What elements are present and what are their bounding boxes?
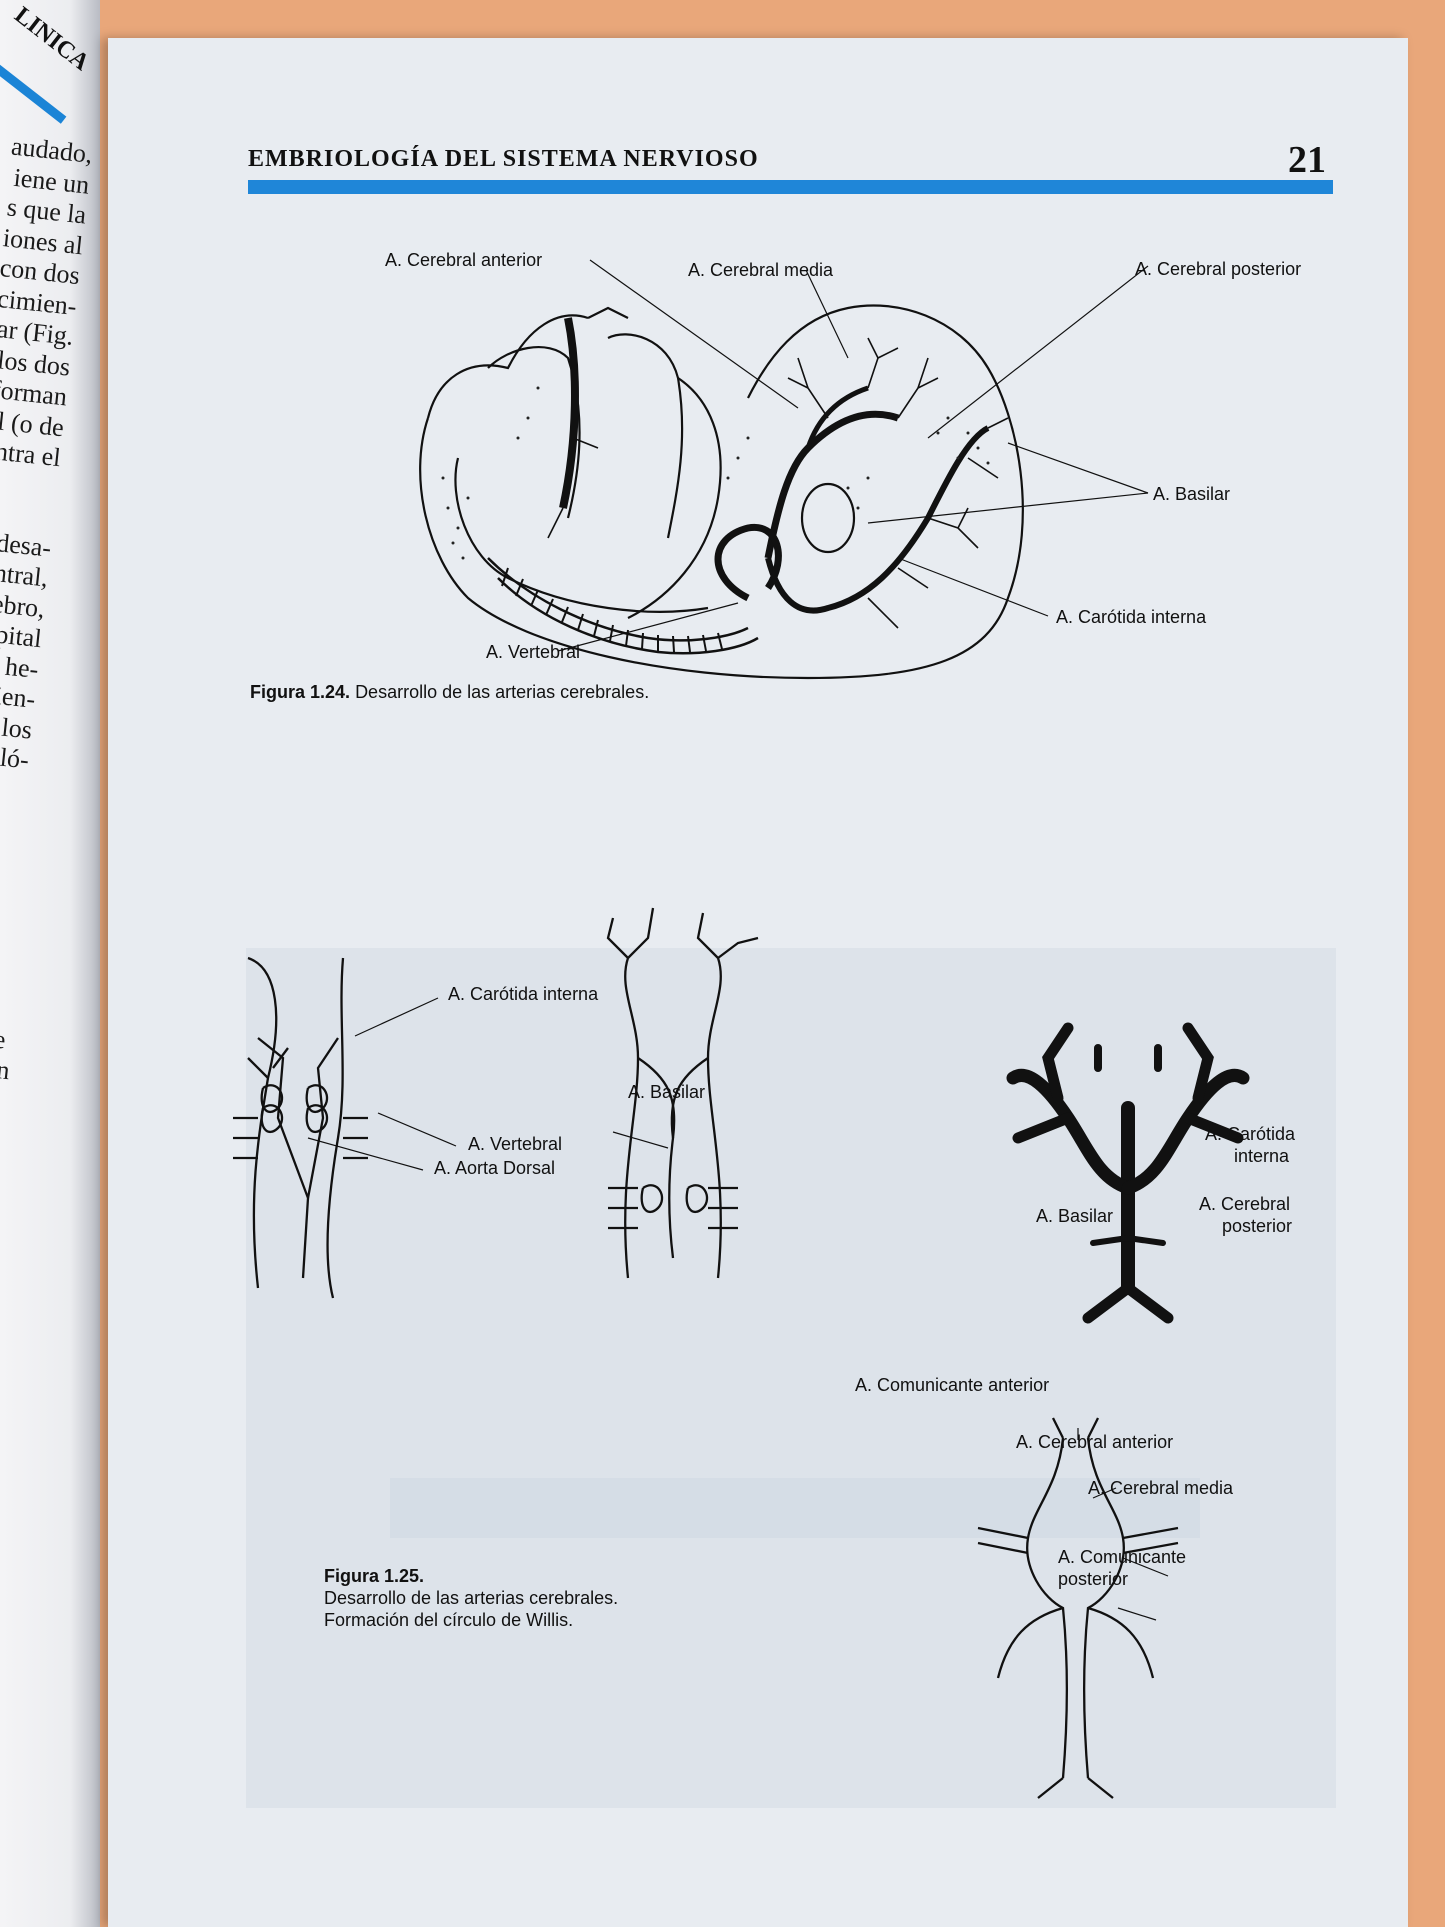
figure-1-25-caption-line2: Formación del círculo de Willis. — [324, 1610, 573, 1630]
label-carotida-interna: A. Carótida interna — [1056, 607, 1206, 628]
label-cerebral-anterior: A. Cerebral anterior — [385, 250, 542, 271]
label-cerebral-anterior-d: A. Cerebral anterior — [1016, 1432, 1173, 1453]
figure-1-24-illustration — [108, 38, 1408, 1927]
label-comunicante-posterior-1: A. Comunicante — [1058, 1547, 1186, 1568]
label-comunicante-posterior-2: posterior — [1058, 1569, 1128, 1590]
label-cerebral-media: A. Cerebral media — [688, 260, 833, 281]
label-aorta-dorsal: A. Aorta Dorsal — [434, 1158, 555, 1179]
label-vertebral-a: A. Vertebral — [468, 1134, 562, 1155]
figure-1-25-number: Figura 1.25. — [324, 1566, 424, 1586]
left-text-block-bottom: ginarse deLa porciónposterior,rcación de… — [0, 1014, 1, 1631]
figure-1-24-caption: Figura 1.24. Desarrollo de las arterias … — [250, 681, 649, 703]
label-basilar-b: A. Basilar — [628, 1082, 705, 1103]
book-page: EMBRIOLOGÍA DEL SISTEMA NERVIOSO 21 — [108, 38, 1408, 1927]
label-basilar-c: A. Basilar — [1036, 1206, 1113, 1227]
figure-1-24-number: Figura 1.24. — [250, 682, 350, 702]
label-carotida-c-2: interna — [1234, 1146, 1289, 1167]
label-cerebral-posterior-c-2: posterior — [1222, 1216, 1292, 1237]
label-cerebral-posterior-c-1: A. Cerebral — [1199, 1194, 1290, 1215]
label-basilar: A. Basilar — [1153, 484, 1230, 505]
label-cerebral-media-d: A. Cerebral media — [1088, 1478, 1233, 1499]
figure-1-25-caption: Figura 1.25. Desarrollo de las arterias … — [324, 1565, 618, 1631]
figure-1-24-caption-text: Desarrollo de las arterias cerebrales. — [355, 682, 649, 702]
label-vertebral: A. Vertebral — [486, 642, 580, 663]
label-cerebral-posterior: A. Cerebral posterior — [1135, 259, 1301, 280]
label-carotida-c-1: A. Carótida — [1205, 1124, 1295, 1145]
label-comunicante-anterior: A. Comunicante anterior — [855, 1375, 1049, 1396]
label-carotida-interna-a: A. Carótida interna — [448, 984, 598, 1005]
left-text-block-mid: del desa-central,cerebro,occipitall del … — [0, 523, 53, 776]
figure-1-25-caption-line1: Desarrollo de las arterias cerebrales. — [324, 1588, 618, 1608]
